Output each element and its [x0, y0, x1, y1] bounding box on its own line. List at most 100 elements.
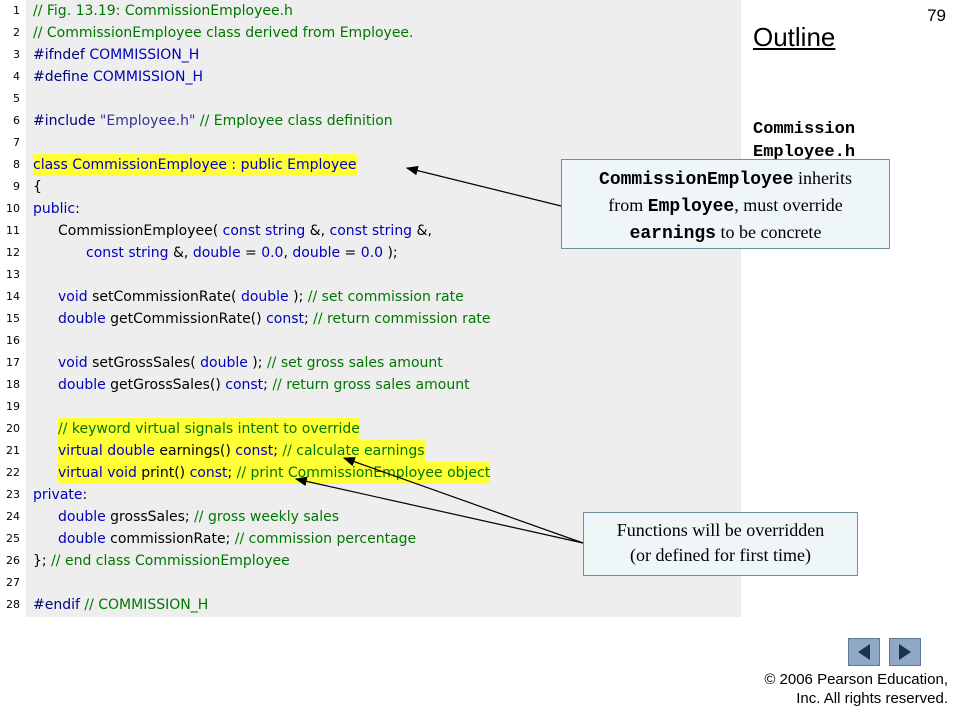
- code-text: }; // end class CommissionEmployee: [33, 550, 290, 572]
- code-text: // CommissionEmployee class derived from…: [33, 22, 414, 44]
- callout1-text4: to be concrete: [715, 222, 822, 242]
- line-number: 7: [13, 136, 20, 149]
- code-line: 22 virtual void print() const; // print C…: [0, 462, 741, 484]
- code-line: 1 // Fig. 13.19: CommissionEmployee.h: [0, 0, 741, 22]
- code-line: 3#ifndef COMMISSION_H: [0, 44, 741, 66]
- code-text: {: [33, 176, 42, 198]
- code-token: // COMMISSION_H: [84, 597, 209, 613]
- code-token: void: [58, 355, 88, 371]
- code-token: double: [200, 355, 248, 371]
- code-token: );: [247, 355, 267, 371]
- code-text: class CommissionEmployee : public Employ…: [33, 154, 357, 176]
- line-number: 25: [6, 532, 20, 545]
- code-text: public:: [33, 198, 80, 220]
- code-token: const: [266, 311, 304, 327]
- code-line: 20// keyword virtual signals intent to o…: [0, 418, 741, 440]
- line-number: 26: [6, 554, 20, 567]
- line-number: 22: [6, 466, 20, 479]
- next-slide-button[interactable]: [889, 638, 921, 666]
- code-token: 0.0: [360, 245, 383, 261]
- callout-overridden: Functions will be overridden (or defined…: [583, 512, 858, 576]
- line-number: 23: [6, 488, 20, 501]
- line-number: 2: [13, 26, 20, 39]
- code-token: ,: [283, 245, 293, 261]
- callout2-line2: (or defined for first time): [630, 545, 811, 565]
- code-token: #endif: [33, 597, 85, 613]
- copyright: © 2006 Pearson Education, Inc. All right…: [764, 670, 948, 708]
- line-number: 13: [6, 268, 20, 281]
- code-token: commissionRate;: [105, 531, 235, 547]
- code-text: private:: [33, 484, 87, 506]
- code-token: };: [33, 553, 52, 569]
- callout-inherits: CommissionEmployee inherits from Employe…: [561, 159, 890, 249]
- code-token: // CommissionEmployee class derived from…: [33, 25, 414, 41]
- code-token: COMMISSION_H: [93, 69, 204, 85]
- code-text: virtual void print() const; // print Com…: [58, 462, 491, 484]
- code-token: ;: [303, 311, 314, 327]
- code-token: ;: [263, 377, 273, 393]
- code-line: 5: [0, 88, 741, 110]
- code-text: // Fig. 13.19: CommissionEmployee.h: [33, 0, 293, 22]
- line-number: 5: [13, 92, 20, 105]
- code-token: // Fig. 13.19: CommissionEmployee.h: [33, 3, 293, 19]
- previous-slide-button[interactable]: [848, 638, 880, 666]
- code-line: 19: [0, 396, 741, 418]
- outline-title[interactable]: Outline: [753, 22, 836, 52]
- code-token: double: [192, 245, 241, 261]
- code-token: // set commission rate: [307, 289, 464, 305]
- code-token: private: [33, 487, 83, 503]
- line-number: 18: [6, 378, 20, 391]
- code-line: 12 const string &, double = 0.0, double =…: [0, 242, 741, 264]
- callout1-text1: inherits: [793, 168, 852, 188]
- code-text: const string &, double = 0.0, double = 0…: [86, 242, 398, 264]
- callout2-line1: Functions will be overridden: [616, 520, 825, 540]
- line-number: 21: [6, 444, 20, 457]
- line-number: 9: [13, 180, 20, 193]
- code-token: // calculate earnings: [282, 443, 425, 459]
- code-token: &,: [305, 223, 330, 239]
- line-number: 12: [6, 246, 20, 259]
- line-number: 11: [6, 224, 20, 237]
- code-token: virtual void: [58, 465, 137, 481]
- code-token: "Employee.h": [99, 113, 196, 129]
- code-line: 13: [0, 264, 741, 286]
- code-token: );: [383, 245, 398, 261]
- code-token: );: [288, 289, 308, 305]
- copyright-line2: Inc. All rights reserved.: [796, 690, 948, 707]
- line-number: 24: [6, 510, 20, 523]
- code-token: #include: [33, 113, 100, 129]
- line-number: 16: [6, 334, 20, 347]
- slide-number: 79: [927, 6, 946, 25]
- callout1-text3: , must override: [734, 195, 843, 215]
- code-token: ;: [273, 443, 283, 459]
- line-number: 1: [13, 4, 20, 17]
- code-token: const string: [86, 245, 169, 261]
- code-token: public: [33, 201, 76, 217]
- code-token: #ifndef: [33, 47, 90, 63]
- code-token: // return commission rate: [313, 311, 491, 327]
- line-number: 4: [13, 70, 20, 83]
- code-line: 27: [0, 572, 741, 594]
- code-token: getGrossSales(): [105, 377, 226, 393]
- code-token: &,: [412, 223, 432, 239]
- callout1-text2: from: [608, 195, 648, 215]
- code-token: setGrossSales(: [87, 355, 201, 371]
- code-line: 9{: [0, 176, 741, 198]
- code-text: double getCommissionRate() const; // ret…: [58, 308, 491, 330]
- code-token: CommissionEmployee(: [58, 223, 223, 239]
- code-line: 2 // CommissionEmployee class derived fro…: [0, 22, 741, 44]
- code-token: // Employee class definition: [195, 113, 393, 129]
- code-token: class CommissionEmployee : public Employ…: [33, 157, 357, 173]
- code-line: 6#include "Employee.h" // Employee class…: [0, 110, 741, 132]
- triangle-left-icon: [858, 644, 870, 660]
- code-text: void setGrossSales( double ); // set gro…: [58, 352, 443, 374]
- line-number: 17: [6, 356, 20, 369]
- code-token: &,: [168, 245, 193, 261]
- code-line: 28#endif // COMMISSION_H: [0, 594, 741, 616]
- code-token: // print CommissionEmployee object: [236, 465, 491, 481]
- file-label: Commission Employee.h: [753, 118, 855, 164]
- code-token: earnings(): [154, 443, 236, 459]
